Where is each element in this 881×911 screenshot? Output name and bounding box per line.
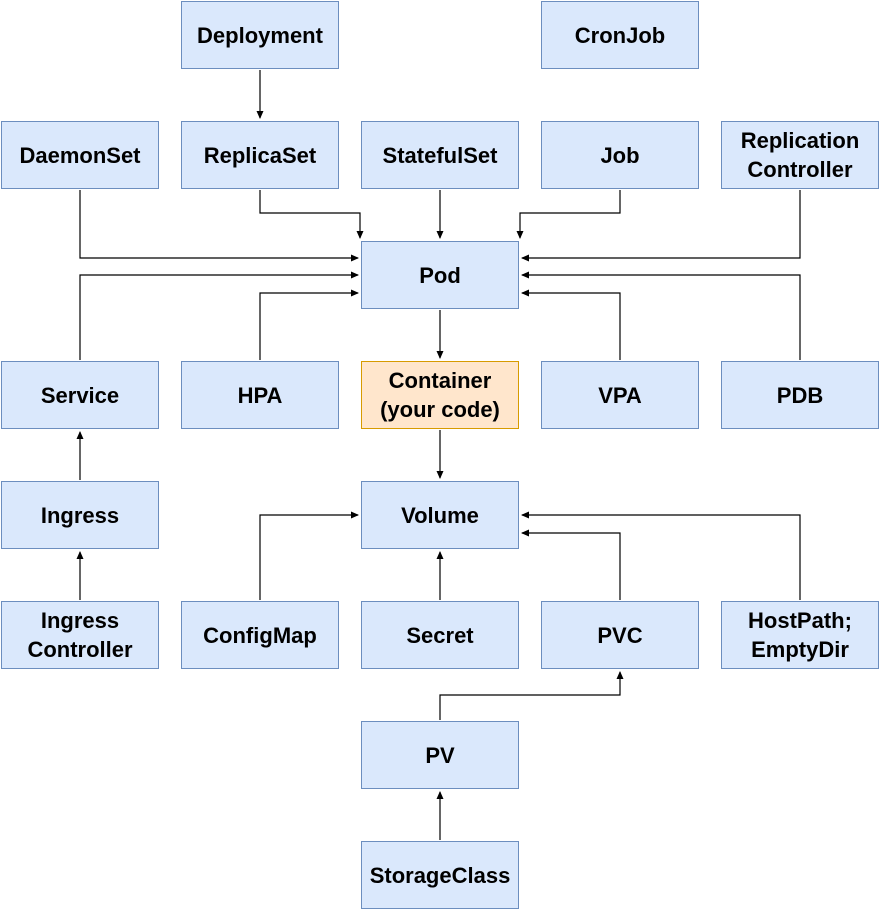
edge-pdb-to-pod: [521, 271, 801, 360]
node-replicaset: ReplicaSet: [181, 121, 339, 189]
edge-pv-to-pvc: [439, 671, 624, 720]
edge-vpa-to-pod: [521, 289, 621, 360]
edge-daemonset-to-pod: [79, 190, 359, 262]
node-replication-controller: Replication Controller: [721, 121, 879, 189]
node-cronjob: CronJob: [541, 1, 699, 69]
node-pdb: PDB: [721, 361, 879, 429]
node-job: Job: [541, 121, 699, 189]
node-volume: Volume: [361, 481, 519, 549]
node-hostpath-emptydir: HostPath; EmptyDir: [721, 601, 879, 669]
edge-replicaset-to-pod: [259, 190, 364, 239]
node-ingress: Ingress: [1, 481, 159, 549]
node-pv: PV: [361, 721, 519, 789]
node-ingress-controller: Ingress Controller: [1, 601, 159, 669]
node-daemonset: DaemonSet: [1, 121, 159, 189]
node-deployment: Deployment: [181, 1, 339, 69]
edge-service-to-pod: [79, 271, 359, 360]
edge-hostpath-to-volume: [521, 511, 801, 600]
edge-configmap-to-volume: [259, 511, 359, 600]
node-hpa: HPA: [181, 361, 339, 429]
edge-pvc-to-volume: [521, 529, 621, 600]
node-configmap: ConfigMap: [181, 601, 339, 669]
node-storageclass: StorageClass: [361, 841, 519, 909]
node-container: Container (your code): [361, 361, 519, 429]
node-secret: Secret: [361, 601, 519, 669]
edge-replication-controller-to-pod: [521, 190, 801, 262]
node-service: Service: [1, 361, 159, 429]
node-pod: Pod: [361, 241, 519, 309]
node-pvc: PVC: [541, 601, 699, 669]
edge-job-to-pod: [516, 190, 621, 239]
node-vpa: VPA: [541, 361, 699, 429]
node-statefulset: StatefulSet: [361, 121, 519, 189]
edge-hpa-to-pod: [259, 289, 359, 360]
